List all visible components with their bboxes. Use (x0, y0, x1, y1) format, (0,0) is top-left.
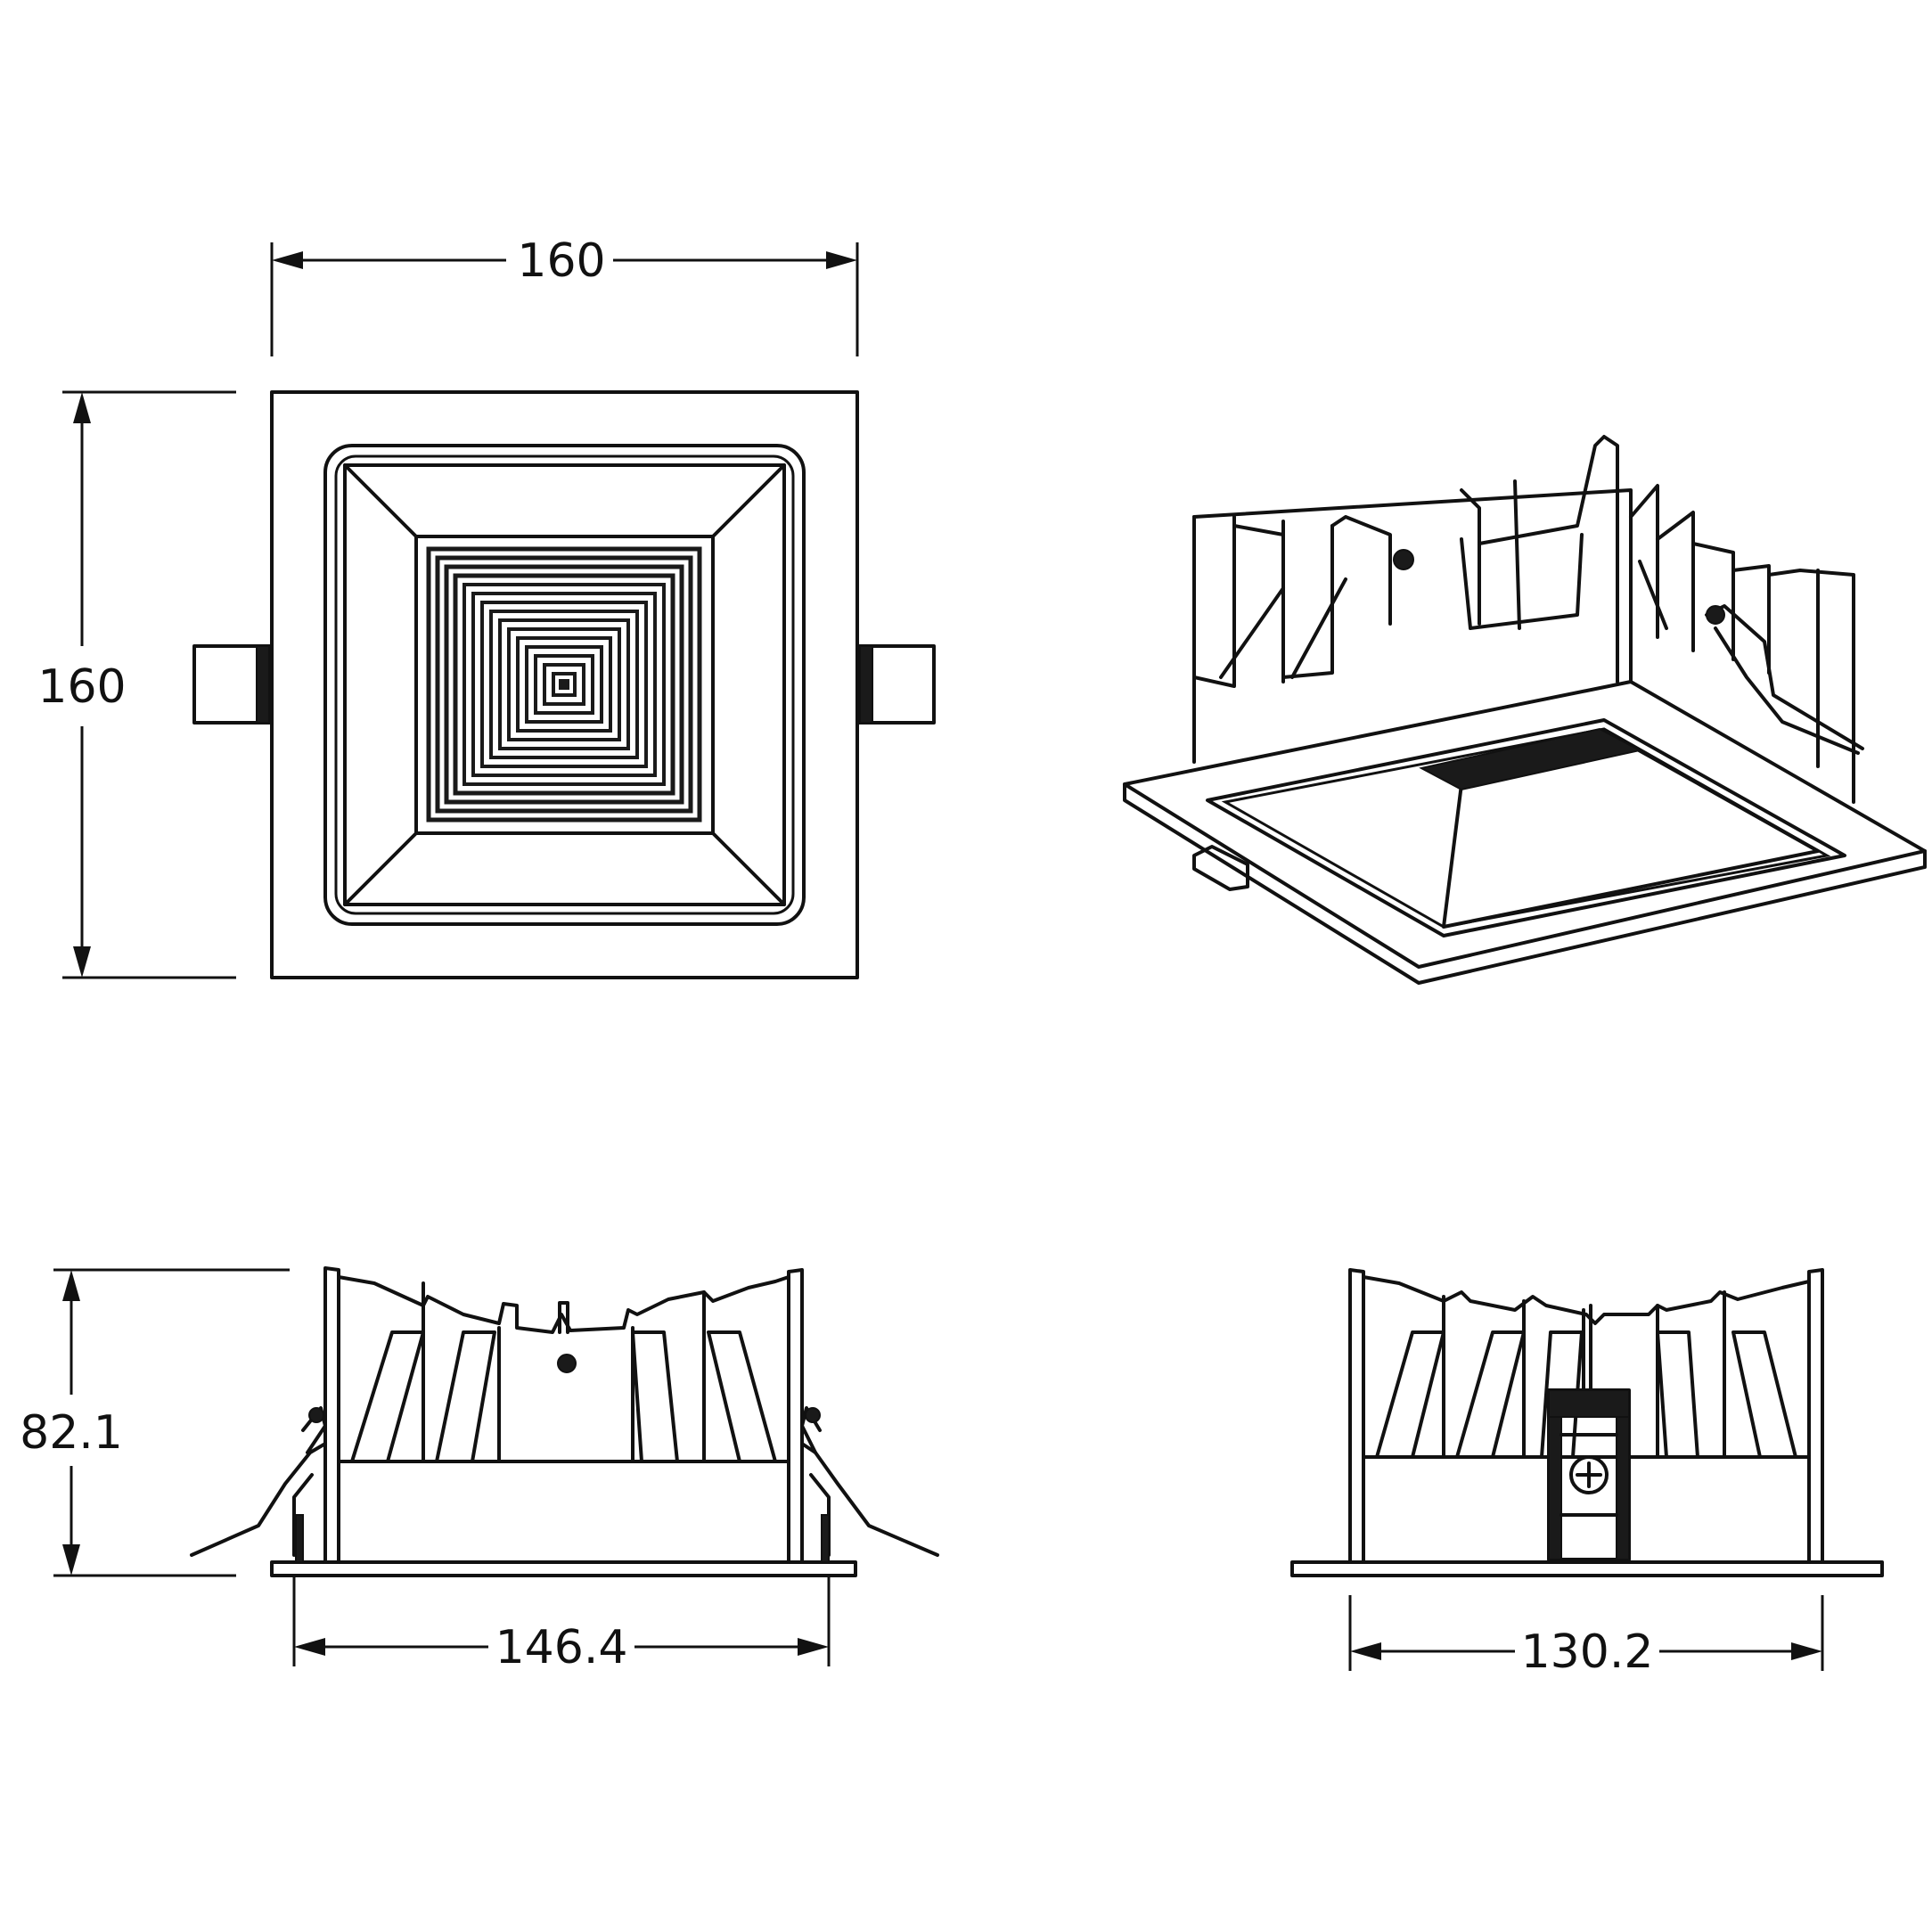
lens-ring (543, 663, 585, 706)
isometric-view (1123, 435, 1927, 985)
top-view-reflector (343, 463, 786, 906)
lens-ring (507, 627, 621, 741)
top-view-lens (426, 546, 702, 823)
end-view (1290, 1268, 1884, 1577)
top-width-dimension: 160 (270, 234, 859, 356)
lens-ring (435, 555, 693, 814)
side-height-label: 82.1 (20, 1406, 123, 1460)
side-height-dimension: 82.1 (20, 1268, 290, 1577)
top-height-label: 160 (37, 660, 126, 714)
side-view (190, 1266, 939, 1577)
iso-flange (1123, 680, 1927, 969)
top-view-inner-frame (323, 444, 806, 926)
lens-ring (498, 618, 630, 750)
top-width-label: 160 (517, 234, 605, 288)
lens-ring (534, 654, 594, 715)
lens-ring (525, 645, 603, 724)
lens-ring (471, 592, 657, 777)
end-width-dimension: 130.2 (1348, 1595, 1824, 1679)
lens-center (559, 679, 569, 690)
top-view (192, 390, 936, 979)
iso-opening (1206, 718, 1846, 937)
iso-screw (1393, 549, 1414, 570)
lens-ring (480, 601, 648, 768)
lens-ring (463, 583, 666, 786)
end-view-clip (1547, 1304, 1631, 1561)
side-width-label: 146.4 (495, 1621, 628, 1674)
top-height-dimension: 160 (37, 390, 236, 979)
top-view-clip-left (192, 644, 274, 724)
lens-ring (444, 564, 684, 805)
lens-ring (426, 546, 702, 823)
lens-ring (516, 636, 612, 733)
side-view-fins (337, 1281, 790, 1463)
iso-lens (1419, 727, 1642, 791)
end-view-flange (1290, 1560, 1884, 1577)
end-width-label: 130.2 (1521, 1625, 1654, 1679)
top-view-window (414, 535, 715, 835)
side-view-flange (270, 1560, 857, 1577)
side-width-dimension: 146.4 (292, 1577, 831, 1674)
lens-ring (552, 672, 577, 697)
lens-ring (489, 610, 639, 759)
lens-ring (453, 573, 675, 796)
top-view-clip-right (855, 644, 936, 724)
